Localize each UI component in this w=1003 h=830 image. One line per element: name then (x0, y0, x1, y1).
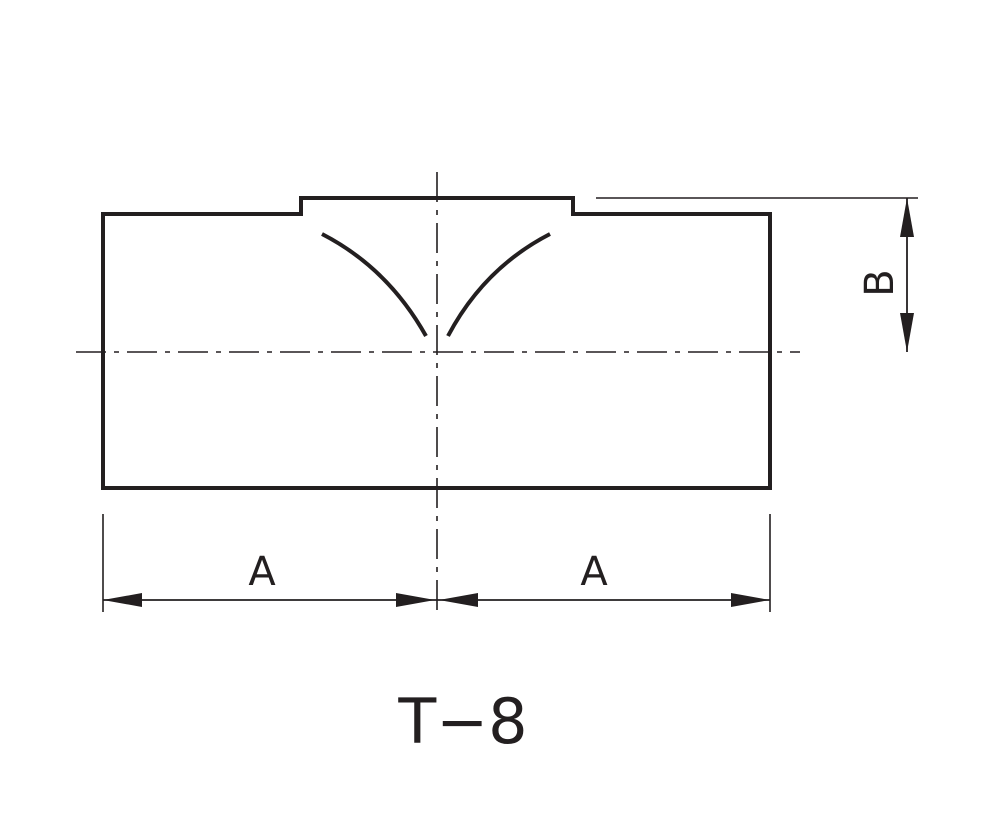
arrowhead-a-right-start (439, 593, 478, 607)
curve-right (446, 232, 551, 337)
arrowhead-b-bottom (900, 313, 914, 352)
arrowhead-a-left-start (103, 593, 142, 607)
part-outline (101, 196, 772, 490)
arrowhead-a-left-end (396, 593, 435, 607)
drawing-label: T−8 (397, 685, 527, 758)
curve-left (321, 232, 428, 337)
dimension-label-b: B (857, 269, 903, 296)
arrowhead-a-right-end (731, 593, 770, 607)
dimension-label-a-left: A (248, 549, 276, 595)
arrowhead-b-top (900, 198, 914, 237)
dimension-label-a-right: A (580, 549, 608, 595)
